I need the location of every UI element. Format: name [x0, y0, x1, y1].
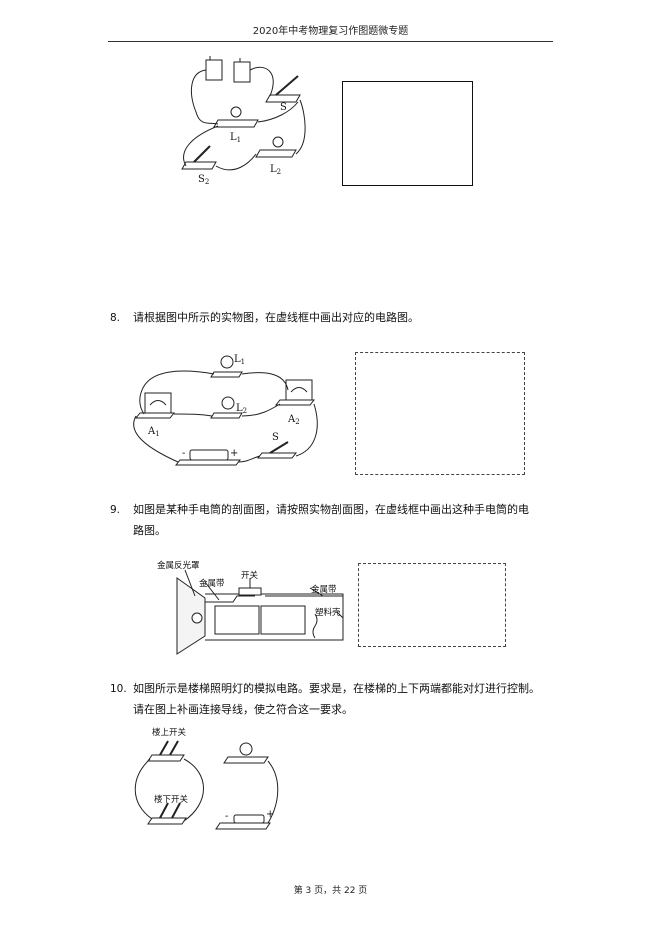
- figure-9-flashlight: 金属反光罩 金属带 开关 金属带 塑料壳: [157, 560, 344, 655]
- header-divider: [108, 41, 553, 42]
- lamp-l2-label: L2: [236, 403, 247, 415]
- plastic-shell-label: 塑料壳: [315, 607, 341, 618]
- question-10-text-line2: 请在图上补画连接导线，使之符合这一要求。: [133, 703, 353, 716]
- switch-s2-label: S2: [198, 174, 209, 186]
- switch-label: 开关: [241, 570, 259, 581]
- switch-s-label: S: [272, 432, 279, 443]
- answer-box-9[interactable]: [358, 563, 506, 647]
- ammeter-a1-label: A1: [147, 426, 160, 438]
- page-footer: 第 3 页，共 22 页: [293, 886, 368, 896]
- upstairs-switch-label: 楼上开关: [152, 727, 187, 738]
- battery-cell-2: [233, 61, 251, 83]
- question-10-number: 10.: [110, 683, 127, 695]
- answer-box-7[interactable]: [342, 81, 473, 186]
- ammeter-a2-label: A2: [287, 414, 300, 426]
- battery-minus-label: -: [225, 811, 228, 822]
- switch-s-label: S: [280, 102, 287, 113]
- metal-strip-2-label: 金属带: [311, 584, 337, 595]
- reflector-label: 金属反光罩: [157, 560, 200, 571]
- battery-plus-label: +: [230, 448, 238, 459]
- figure-7-circuit: S L1 S2 L2: [181, 56, 306, 186]
- question-8-text: 请根据图中所示的实物图，在虚线框中画出对应的电路图。: [133, 311, 419, 324]
- question-9-text-line2: 路图。: [133, 524, 166, 537]
- page-header: 2020年中考物理复习作图题微专题: [252, 26, 409, 37]
- battery-plus-label: +: [266, 809, 274, 820]
- question-10-text-line1: 如图所示是楼梯照明灯的模拟电路。要求是，在楼梯的上下两端都能对灯进行控制。: [133, 682, 540, 695]
- question-9-text-line1: 如图是某种手电筒的剖面图，请按照实物剖面图，在虚线框中画出这种手电筒的电: [133, 503, 529, 516]
- lamp-l1-label: L1: [230, 132, 241, 144]
- figure-10-stair-circuit: 楼上开关 楼下开关 - +: [134, 727, 279, 830]
- battery-minus-label: -: [182, 448, 185, 459]
- answer-box-8[interactable]: [355, 352, 525, 475]
- question-8-number: 8.: [110, 312, 121, 324]
- figure-8-circuit: L1 L2 A1 A2 S - +: [133, 354, 318, 466]
- downstairs-switch-label: 楼下开关: [154, 794, 189, 805]
- question-9-number: 9.: [110, 504, 121, 516]
- lamp-l1-label: L1: [234, 354, 245, 366]
- metal-strip-1-label: 金属带: [199, 578, 225, 589]
- lamp-l2-label: L2: [270, 164, 281, 176]
- battery-cell-1: [205, 59, 223, 81]
